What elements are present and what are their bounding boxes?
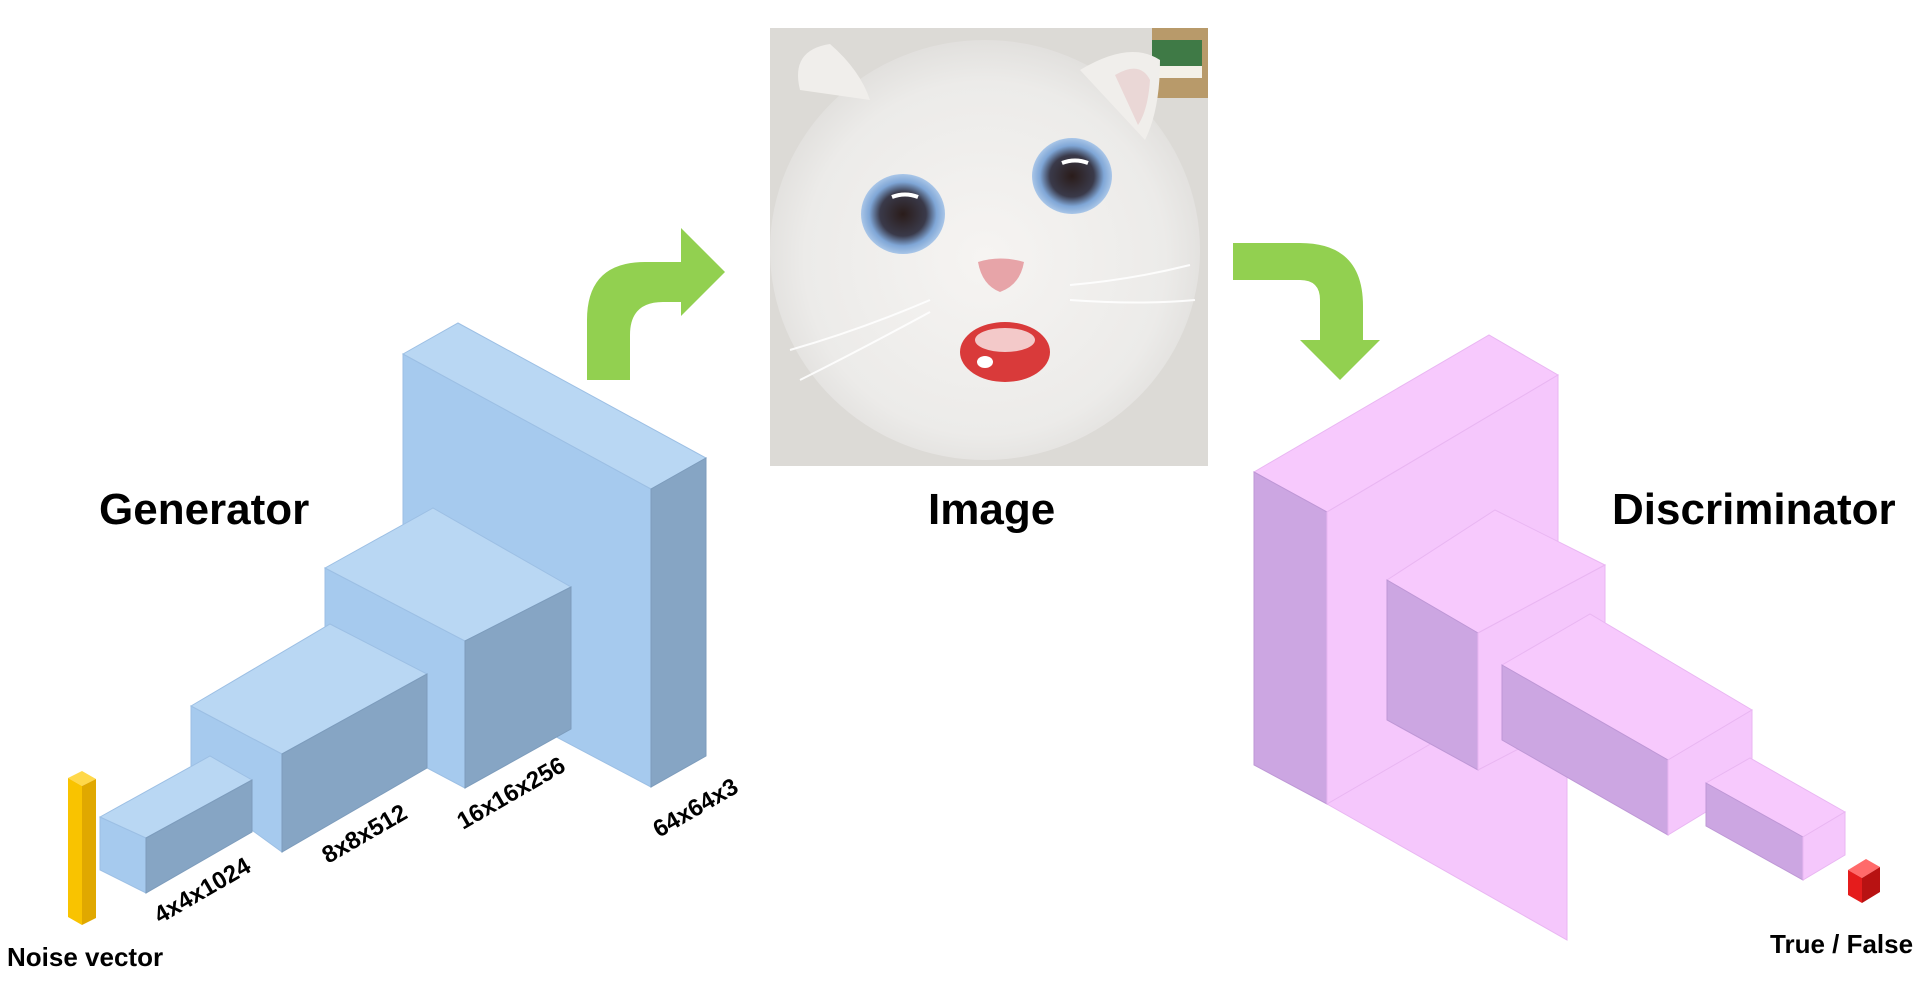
- generator: [68, 322, 708, 925]
- block-front: [281, 673, 428, 853]
- arrow-generator-to-image: [587, 228, 725, 380]
- image-label: Image: [928, 485, 1055, 534]
- discriminator-label: Discriminator: [1612, 485, 1896, 534]
- block-front-right: [1802, 811, 1846, 881]
- generator-block-16x16x256: [323, 507, 573, 789]
- output-label: True / False: [1770, 929, 1913, 959]
- arrow-image-to-discriminator: [1233, 243, 1380, 380]
- generated-cat-image: [770, 28, 1208, 466]
- generator-block-4x4x1024: [98, 755, 254, 894]
- block-front: [145, 779, 253, 894]
- discriminator: [1252, 334, 1880, 941]
- output-cube: [1848, 859, 1880, 903]
- cat-nose: [978, 258, 1024, 292]
- noise-vector-label: Noise vector: [7, 942, 163, 972]
- generator-label: Generator: [99, 485, 309, 534]
- block-front: [464, 586, 572, 789]
- left-eye: [861, 174, 945, 254]
- discriminator-block-4: [1704, 757, 1846, 881]
- block-front: [650, 457, 707, 788]
- discriminator-block-3: [1500, 613, 1753, 836]
- noise-vector-bar: [68, 771, 96, 925]
- dim-label-64x64x3: 64x64x3: [649, 773, 743, 843]
- block-front: [1253, 471, 1328, 805]
- right-eye: [1032, 138, 1112, 214]
